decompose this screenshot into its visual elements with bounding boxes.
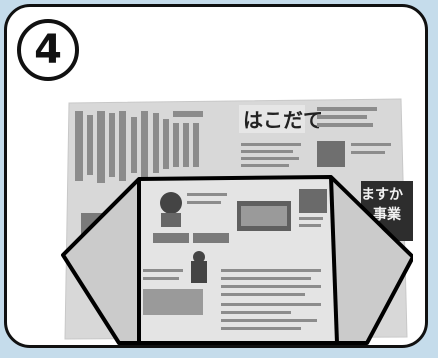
fold-crease-right [329, 176, 339, 344]
ad-text-line2: 事業 [373, 206, 402, 223]
newspaper-masthead: はこだて [243, 108, 323, 132]
left-fold-flap [63, 179, 141, 343]
ad-text-line1: ますか [361, 187, 403, 203]
front-panel-content [143, 189, 327, 330]
step-card: 4 はこだて [4, 4, 428, 348]
folded-newspaper-photo: はこだて ますか 事業 [61, 98, 413, 345]
right-fold-flap [331, 179, 413, 343]
masthead-box [239, 105, 305, 133]
step-number: 4 [34, 27, 62, 73]
step-number-badge: 4 [17, 19, 79, 81]
right-page-text [241, 107, 391, 167]
